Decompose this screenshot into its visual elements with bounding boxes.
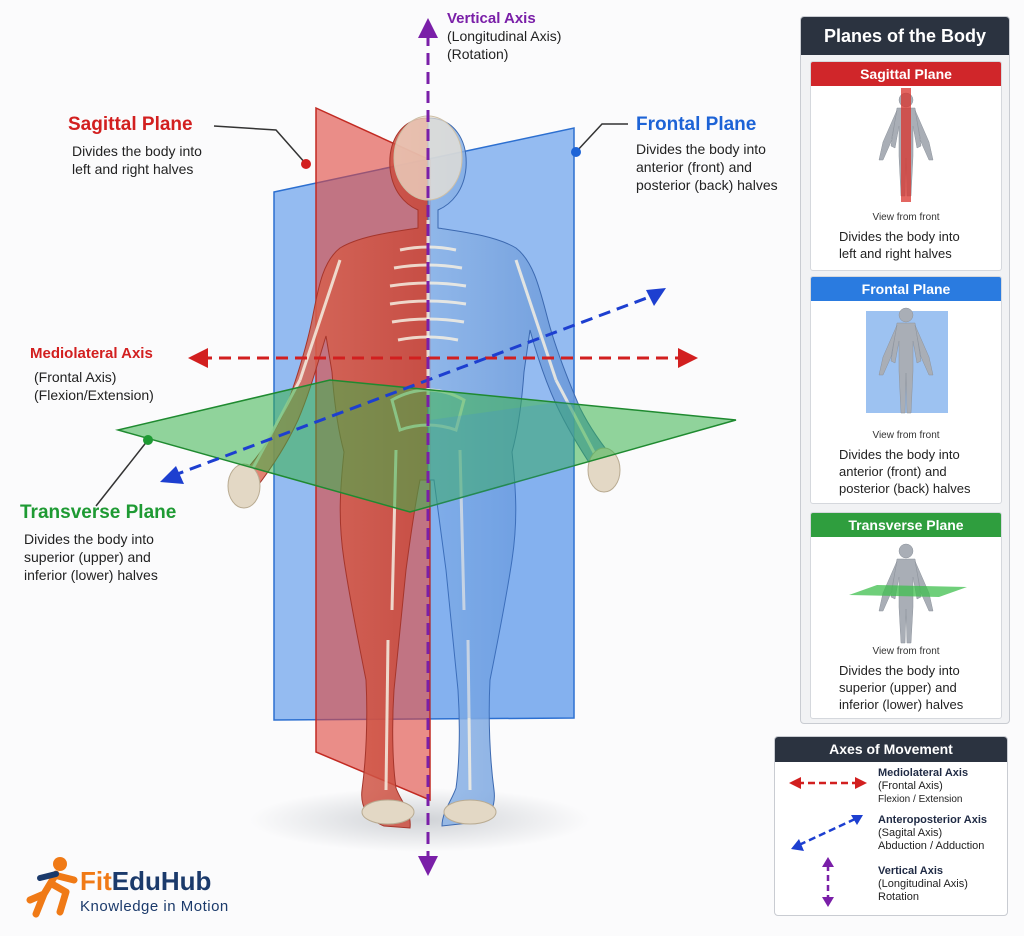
- transverse-thumbnail: [849, 543, 967, 644]
- sagittal-desc-line2: left and right halves: [72, 161, 194, 177]
- legend-icons: [789, 777, 867, 907]
- floor-shadow: [250, 788, 590, 852]
- legend-anteroposterior-motion: Abduction / Adduction: [878, 840, 985, 852]
- legend-anteroposterior-alt: (Sagital Axis): [878, 827, 943, 839]
- logo-brand-b: EduHub: [111, 866, 212, 896]
- card-frontal-desc-line1: Divides the body into: [839, 447, 960, 462]
- transverse-label: Transverse Plane: [20, 502, 176, 524]
- mediolateral-desc-line1: (Frontal Axis): [34, 369, 117, 385]
- frontal-leader: [571, 123, 628, 157]
- transverse-title: Transverse Plane: [20, 502, 177, 523]
- card-frontal-title: Frontal Plane: [811, 277, 1001, 301]
- legend-anteroposterior: Anteroposterior Axis (Sagital Axis) Abdu…: [878, 814, 987, 853]
- logo-wordmark: FitEduHub: [80, 866, 211, 897]
- frontal-thumbnail: [866, 307, 948, 414]
- transverse-desc-line3: inferior (lower) halves: [24, 567, 158, 583]
- card-transverse-desc-line1: Divides the body into: [839, 663, 960, 678]
- sagittal-label: Sagittal Plane: [68, 114, 193, 136]
- left-foot: [361, 799, 415, 825]
- mediolateral-title: Mediolateral Axis: [30, 345, 153, 362]
- mediolateral-desc: (Frontal Axis) (Flexion/Extension): [34, 368, 154, 404]
- card-frontal-desc-line2: anterior (front) and: [839, 464, 947, 479]
- axes-legend-title: Axes of Movement: [775, 737, 1007, 762]
- vertical-axis-arrow: [418, 18, 438, 876]
- legend-mediolateral: Mediolateral Axis (Frontal Axis) Flexion…: [878, 767, 968, 806]
- legend-anteroposterior-name: Anteroposterior Axis: [878, 814, 988, 826]
- sagittal-title: Sagittal Plane: [68, 114, 193, 135]
- card-transverse-desc-line2: superior (upper) and: [839, 680, 957, 695]
- mediolateral-desc-line2: (Flexion/Extension): [34, 387, 154, 403]
- planes-panel: Planes of the Body Sagittal Plane View f…: [800, 16, 1010, 724]
- card-transverse-desc-line3: inferior (lower) halves: [839, 697, 964, 712]
- legend-mediolateral-name: Mediolateral Axis: [878, 767, 969, 779]
- logo-brand-a: Fit: [80, 866, 112, 896]
- vertical-axis-title: Vertical Axis: [447, 10, 536, 27]
- card-frontal: Frontal Plane View from front Divides th…: [810, 276, 1002, 504]
- anteroposterior-axis-arrow: [160, 288, 666, 484]
- diagonal-double-arrow-icon: [791, 815, 863, 851]
- transverse-desc-line2: superior (upper) and: [24, 549, 151, 565]
- card-transverse-title: Transverse Plane: [811, 513, 1001, 537]
- frontal-label: Frontal Plane Divides the body into ante…: [636, 114, 778, 194]
- legend-vertical-name: Vertical Axis: [878, 865, 944, 877]
- runner-icon: [26, 857, 78, 918]
- card-frontal-view: View from front: [872, 430, 940, 441]
- left-hand: [227, 463, 261, 509]
- axes-legend: Axes of Movement Mediolateral Axis (Fron…: [774, 736, 1008, 916]
- vertical-axis-label: Vertical Axis (Longitudinal Axis) (Rotat…: [447, 10, 561, 63]
- legend-vertical-alt: (Longitudinal Axis): [878, 878, 968, 890]
- transverse-leader: [95, 435, 153, 507]
- planes-panel-title: Planes of the Body: [801, 17, 1009, 55]
- right-foot: [443, 799, 497, 825]
- card-sagittal: Sagittal Plane View from front Divides t…: [810, 61, 1002, 271]
- vertical-double-arrow-icon: [822, 857, 834, 907]
- frontal-plane-front: [430, 400, 574, 718]
- frontal-title: Frontal Plane: [636, 114, 757, 135]
- vertical-axis-line2: (Rotation): [447, 46, 509, 62]
- card-frontal-desc: Divides the body into anterior (front) a…: [839, 446, 971, 497]
- sagittal-desc-line1: Divides the body into: [72, 143, 202, 159]
- mediolateral-axis-arrow: [188, 348, 698, 368]
- card-sagittal-title: Sagittal Plane: [811, 62, 1001, 86]
- legend-vertical-motion: Rotation: [878, 891, 919, 903]
- card-frontal-desc-line3: posterior (back) halves: [839, 481, 971, 496]
- frontal-desc-line2: anterior (front) and: [636, 159, 752, 175]
- card-sagittal-view: View from front: [872, 212, 940, 223]
- card-transverse-view: View from front: [872, 646, 940, 657]
- vertical-axis-line1: (Longitudinal Axis): [447, 28, 562, 44]
- legend-mediolateral-motion: Flexion / Extension: [878, 794, 963, 805]
- card-transverse: Transverse Plane View from front Divides…: [810, 512, 1002, 719]
- sagittal-desc: Divides the body into left and right hal…: [72, 142, 202, 178]
- sagittal-leader: [213, 125, 311, 169]
- transverse-plane: [115, 379, 737, 513]
- legend-mediolateral-alt: (Frontal Axis): [878, 780, 943, 792]
- horizontal-double-arrow-icon: [789, 777, 867, 789]
- frontal-desc-line1: Divides the body into: [636, 141, 766, 157]
- logo-tagline: Knowledge in Motion: [80, 898, 229, 915]
- transverse-desc: Divides the body into superior (upper) a…: [24, 530, 158, 584]
- frontal-desc-line3: posterior (back) halves: [636, 177, 778, 193]
- card-sagittal-desc-line1: Divides the body into: [839, 229, 960, 244]
- card-transverse-desc: Divides the body into superior (upper) a…: [839, 662, 963, 713]
- transverse-desc-line1: Divides the body into: [24, 531, 154, 547]
- legend-vertical: Vertical Axis (Longitudinal Axis) Rotati…: [878, 865, 968, 904]
- sagittal-thumbnail: [878, 88, 934, 202]
- mediolateral-label: Mediolateral Axis: [30, 345, 153, 362]
- card-sagittal-desc: Divides the body into left and right hal…: [839, 228, 960, 262]
- card-sagittal-desc-line2: left and right halves: [839, 246, 952, 261]
